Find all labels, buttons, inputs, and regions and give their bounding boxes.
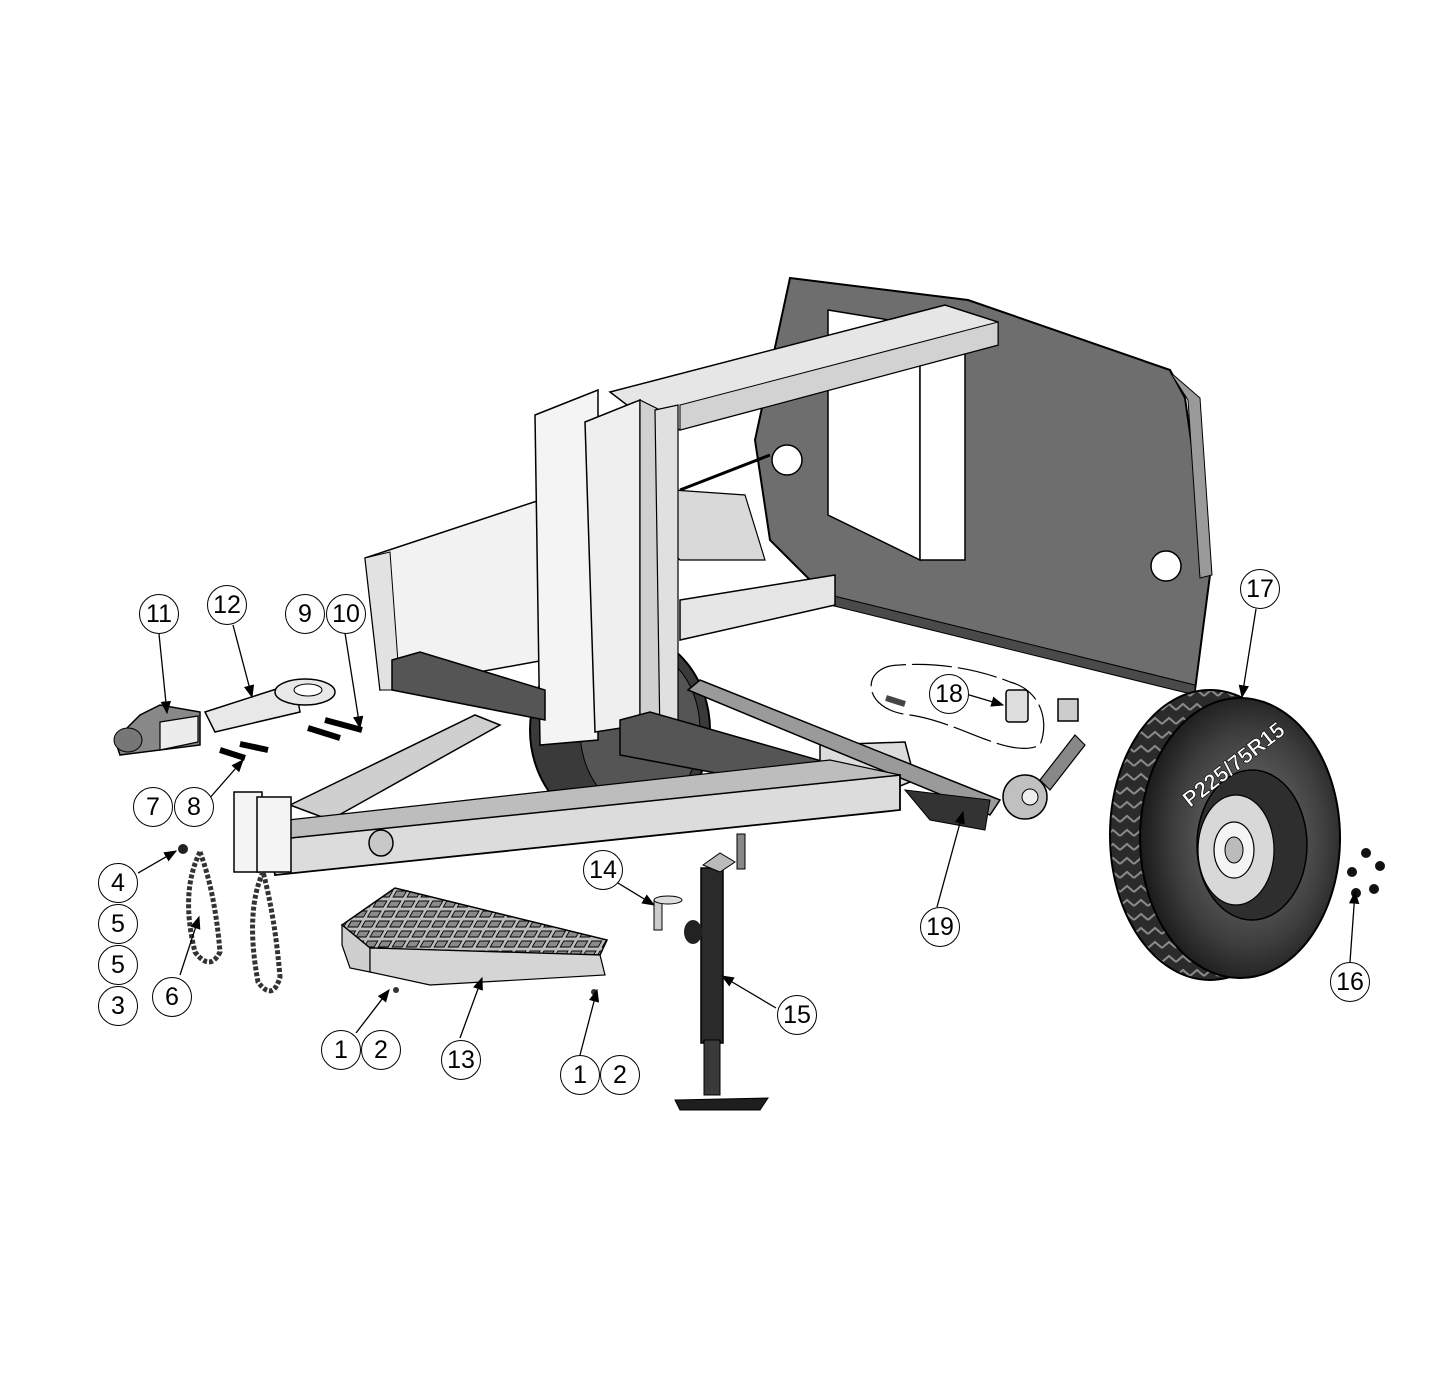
callout-15[interactable]: 15: [777, 995, 817, 1035]
callout-2a[interactable]: 2: [361, 1030, 401, 1070]
callout-5b[interactable]: 5: [98, 945, 138, 985]
upper-frame: [608, 304, 999, 641]
callout-17[interactable]: 17: [1240, 569, 1280, 609]
callout-18[interactable]: 18: [929, 674, 969, 714]
callout-1b[interactable]: 1: [560, 1055, 600, 1095]
shackle-kit: [870, 663, 1079, 750]
callout-2b[interactable]: 2: [600, 1055, 640, 1095]
callout-10[interactable]: 10: [326, 594, 366, 634]
callout-13[interactable]: 13: [441, 1040, 481, 1080]
callout-14[interactable]: 14: [583, 850, 623, 890]
tongue-jack: [674, 833, 769, 1111]
callout-6[interactable]: 6: [152, 977, 192, 1017]
callout-7[interactable]: 7: [133, 787, 173, 827]
callout-8[interactable]: 8: [174, 787, 214, 827]
callout-11[interactable]: 11: [139, 594, 179, 634]
rear-panel: [753, 276, 1213, 696]
callout-16[interactable]: 16: [1330, 962, 1370, 1002]
callout-9[interactable]: 9: [285, 594, 325, 634]
spare-wheel: P225/75R15: [1109, 689, 1341, 981]
callout-4[interactable]: 4: [98, 863, 138, 903]
jack-pin: [653, 895, 683, 931]
callout-1a[interactable]: 1: [321, 1030, 361, 1070]
lug-nuts: [1347, 848, 1385, 898]
callout-5a[interactable]: 5: [98, 904, 138, 944]
safety-chains: [178, 844, 283, 994]
callout-19[interactable]: 19: [920, 907, 960, 947]
grated-step: [340, 887, 609, 995]
callout-3[interactable]: 3: [98, 986, 138, 1026]
callout-12[interactable]: 12: [207, 585, 247, 625]
coupler: [113, 704, 201, 756]
lunette-bracket: [203, 678, 336, 733]
panel-hole: [771, 444, 803, 476]
front-uprights: [534, 388, 679, 746]
panel-hole: [1150, 550, 1182, 582]
axle: [686, 679, 1086, 831]
tongue-frame: [233, 714, 901, 876]
leader-lines: [137, 608, 1360, 1056]
